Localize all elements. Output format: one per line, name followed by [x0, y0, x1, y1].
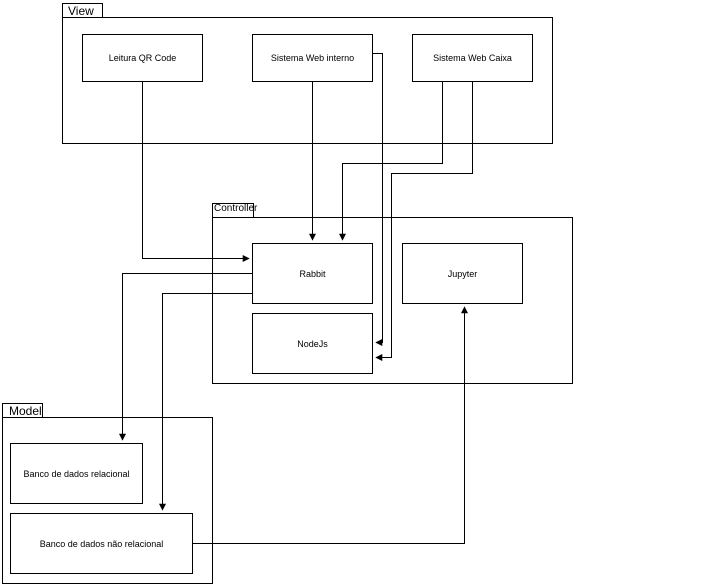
box-rabbit[interactable]: Rabbit: [252, 243, 373, 304]
edge-webcaixa-nodejs: [375, 82, 473, 361]
edge-rabbit-naorelacional: [159, 293, 252, 511]
box-sistema-web-interno[interactable]: Sistema Web interno: [252, 34, 373, 82]
model-container: [2, 417, 213, 584]
box-banco-relacional[interactable]: Banco de dados relacional: [10, 443, 143, 504]
box-leitura-qr-code[interactable]: Leitura QR Code: [82, 34, 203, 82]
model-label: Model: [2, 403, 43, 417]
edge-webcaixa-rabbit: [339, 82, 443, 241]
view-container: [62, 17, 553, 144]
box-banco-nao-relacional[interactable]: Banco de dados não relacional: [10, 513, 193, 574]
controller-container: [212, 217, 573, 384]
edge-rabbit-relacional: [119, 273, 252, 441]
box-sistema-web-caixa[interactable]: Sistema Web Caixa: [412, 34, 533, 82]
edge-webinterno-nodejs: [373, 53, 383, 346]
box-jupyter[interactable]: Jupyter: [402, 243, 523, 304]
box-nodejs[interactable]: NodeJs: [252, 313, 373, 374]
controller-label: Controller: [212, 203, 257, 217]
view-label: View: [62, 3, 103, 17]
edge-webinterno-rabbit: [309, 81, 333, 241]
edge-naorelacional-jupyter: [193, 306, 468, 544]
edge-qr-rabbit: [142, 82, 250, 262]
